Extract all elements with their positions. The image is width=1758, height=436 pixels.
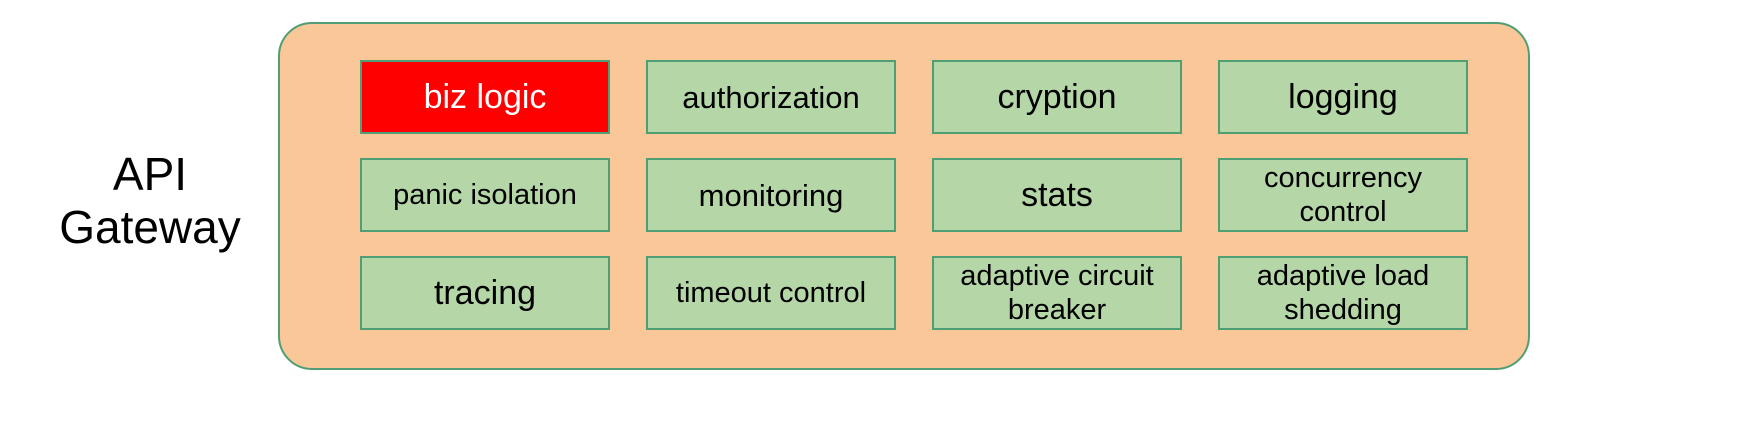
capability-box-logging[interactable]: logging: [1218, 60, 1468, 134]
capability-box-cryption[interactable]: cryption: [932, 60, 1182, 134]
capability-box-authorization[interactable]: authorization: [646, 60, 896, 134]
capability-box-biz-logic[interactable]: biz logic: [360, 60, 610, 134]
capability-grid: biz logic authorization cryption logging…: [360, 60, 1470, 336]
capability-box-stats[interactable]: stats: [932, 158, 1182, 232]
capability-box-concurrency-control[interactable]: concurrency control: [1218, 158, 1468, 232]
capability-box-timeout-control[interactable]: timeout control: [646, 256, 896, 330]
capability-box-tracing[interactable]: tracing: [360, 256, 610, 330]
capability-box-adaptive-load-shedding[interactable]: adaptive load shedding: [1218, 256, 1468, 330]
capability-box-monitoring[interactable]: monitoring: [646, 158, 896, 232]
capability-box-panic-isolation[interactable]: panic isolation: [360, 158, 610, 232]
api-gateway-container: biz logic authorization cryption logging…: [278, 22, 1530, 370]
api-gateway-label: API Gateway: [59, 148, 241, 253]
capability-box-adaptive-circuit-breaker[interactable]: adaptive circuit breaker: [932, 256, 1182, 330]
